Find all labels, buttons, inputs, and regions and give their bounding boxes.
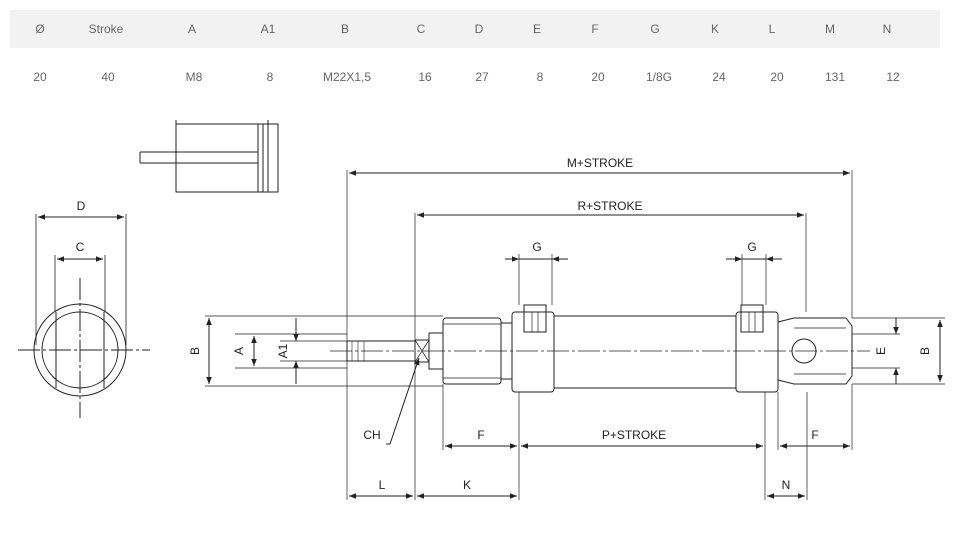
- label-f-left: F: [477, 428, 484, 442]
- label-f-right: F: [811, 428, 818, 442]
- value-a1: 8: [266, 70, 274, 84]
- header-l: L: [768, 22, 776, 36]
- header-stroke: Stroke: [88, 22, 124, 36]
- value-k: 24: [712, 70, 726, 84]
- value-e: 8: [536, 70, 544, 84]
- label-k: K: [463, 478, 471, 492]
- label-c: C: [76, 240, 85, 254]
- label-ch: CH: [363, 428, 380, 442]
- label-a: A: [232, 347, 246, 355]
- value-a: M8: [185, 70, 203, 84]
- label-b-right: B: [918, 347, 932, 355]
- value-n: 12: [886, 70, 900, 84]
- value-m: 131: [824, 70, 846, 84]
- extension-lines: [205, 170, 945, 500]
- header-k: K: [710, 22, 720, 36]
- value-b: M22X1,5: [322, 70, 372, 84]
- header-g: G: [650, 22, 660, 36]
- label-b-left: B: [188, 347, 202, 355]
- schematic-symbol: [139, 120, 279, 193]
- header-e: E: [532, 22, 542, 36]
- dimension-table: Ø Stroke A A1 B C D E F G K L M N 20 40 …: [10, 10, 940, 106]
- label-l: L: [379, 478, 386, 492]
- value-stroke: 40: [101, 70, 115, 84]
- table-values-row: 20 40 M8 8 M22X1,5 16 27 8 20 1/8G 24 20…: [10, 48, 940, 106]
- label-a1: A1: [276, 343, 290, 358]
- header-diameter: Ø: [35, 22, 45, 36]
- table-header-row: Ø Stroke A A1 B C D E F G K L M N: [10, 10, 940, 48]
- label-g-right: G: [747, 240, 756, 254]
- value-l: 20: [770, 70, 784, 84]
- header-a1: A1: [260, 22, 276, 36]
- label-e: E: [874, 347, 888, 355]
- label-p-stroke: P+STROKE: [602, 428, 666, 442]
- dimension-labels: M+STROKE R+STROKE G G D C B A A1 E B CH …: [76, 156, 933, 492]
- header-d: D: [474, 22, 484, 36]
- label-g-left: G: [532, 240, 541, 254]
- value-f: 20: [591, 70, 605, 84]
- value-diameter: 20: [33, 70, 47, 84]
- header-n: N: [882, 22, 892, 36]
- label-n: N: [782, 478, 791, 492]
- label-r-stroke: R+STROKE: [577, 199, 642, 213]
- header-a: A: [187, 22, 197, 36]
- header-m: M: [825, 22, 835, 36]
- label-d: D: [77, 199, 86, 213]
- end-view: [18, 214, 150, 418]
- header-b: B: [340, 22, 350, 36]
- cylinder-body: [330, 304, 870, 393]
- label-m-stroke: M+STROKE: [567, 156, 633, 170]
- value-c: 16: [418, 70, 432, 84]
- header-c: C: [416, 22, 426, 36]
- dimension-lines: [206, 170, 943, 499]
- header-f: F: [591, 22, 599, 36]
- value-g: 1/8G: [645, 70, 673, 84]
- value-d: 27: [475, 70, 489, 84]
